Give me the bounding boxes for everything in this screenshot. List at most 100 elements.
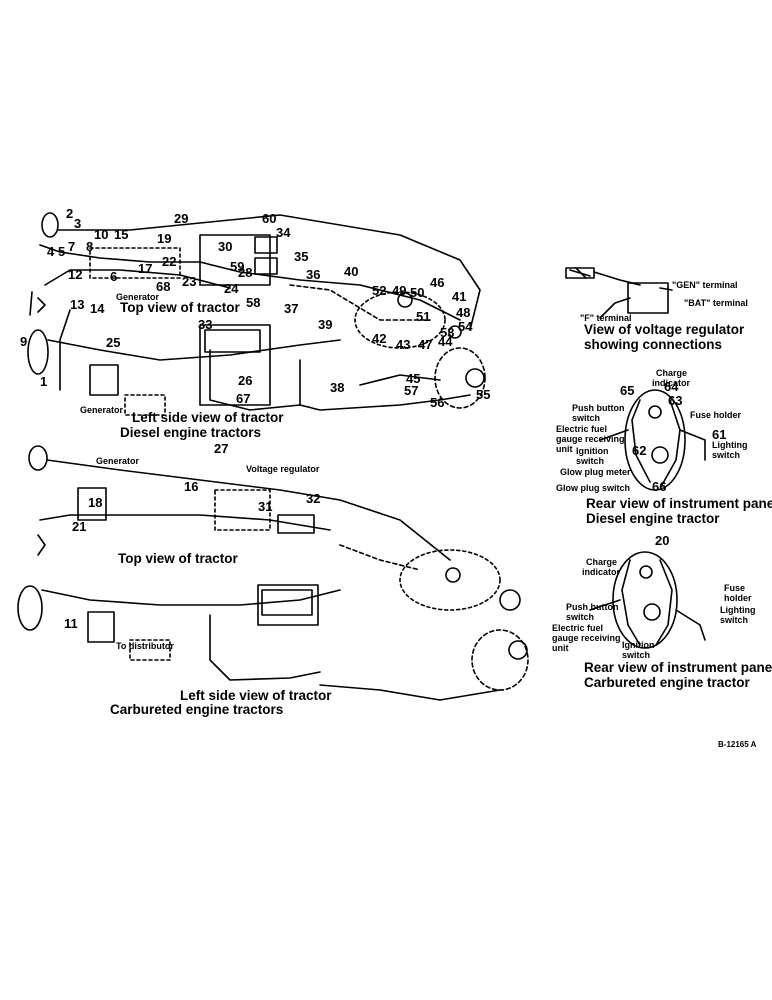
carb-side-view (17, 584, 529, 701)
callout-28: 28 (238, 265, 253, 280)
callout-32: 32 (306, 491, 321, 506)
callout-33: 33 (198, 317, 213, 332)
callout-12: 12 (68, 267, 83, 282)
caption-regulator-connections: showing connections (584, 337, 723, 352)
note-bat-terminal: "BAT" terminal (684, 298, 748, 308)
callout-59: 59 (230, 259, 245, 274)
caption-left-view-diesel: Left side view of tractor (132, 410, 284, 425)
note-fuse-holder: Fuse holder (690, 410, 742, 420)
callout-23: 23 (182, 274, 197, 289)
callout-13: 13 (70, 297, 85, 312)
diesel-top-view (29, 212, 481, 349)
caption-top-view-carb: Top view of tractor (118, 551, 238, 566)
callout-63: 63 (668, 393, 683, 408)
callout-64: 64 (664, 379, 679, 394)
callout-41: 41 (452, 289, 467, 304)
callout-53: 53 (440, 325, 455, 340)
caption-left-view-carb: Left side view of tractor (180, 688, 332, 703)
note-generator-diesel-side: Generator (80, 405, 124, 415)
note-glow-plug-meter: Glow plug meter (560, 467, 631, 477)
note-fuel-gauge-c2: gauge receiving (552, 633, 621, 643)
note-voltage-regulator: Voltage regulator (246, 464, 320, 474)
callout-22: 22 (162, 254, 177, 269)
callout-2: 2 (66, 206, 74, 221)
callout-18: 18 (88, 495, 103, 510)
callout-14: 14 (90, 301, 105, 316)
carb-panel-view (589, 551, 706, 649)
caption-top-view-diesel: Top view of tractor (120, 300, 240, 315)
caption-panel-diesel-type: Diesel engine tractor (586, 511, 720, 526)
callout-10: 10 (94, 227, 109, 242)
callout-55: 55 (476, 387, 491, 402)
callout-30: 30 (218, 239, 233, 254)
callout-40: 40 (344, 264, 359, 279)
note-charge-indicator-2: indicator (652, 378, 691, 388)
caption-panel-diesel: Rear view of instrument panel (586, 496, 772, 511)
callout-24: 24 (224, 281, 239, 296)
callout-39: 39 (318, 317, 333, 332)
caption-voltage-regulator: View of voltage regulator (584, 322, 745, 337)
note-fuse-c1: Fuse (724, 583, 746, 593)
callout-36: 36 (306, 267, 321, 282)
callout-37: 37 (284, 301, 299, 316)
note-ignition-c2: switch (622, 650, 651, 660)
callout-11: 11 (64, 616, 78, 631)
callout-49: 49 (392, 283, 407, 298)
callout-1: 1 (40, 374, 48, 389)
callout-67: 67 (236, 391, 251, 406)
callout-65: 65 (620, 383, 635, 398)
callout-45: 45 (406, 371, 421, 386)
callout-58: 58 (246, 295, 261, 310)
note-lighting-c2: switch (720, 615, 749, 625)
note-charge-indicator-c1: Charge (586, 557, 618, 567)
carb-top-view (28, 445, 521, 611)
note-lighting-1: Lighting (712, 440, 748, 450)
callout-9: 9 (20, 334, 28, 349)
callout-68: 68 (156, 279, 171, 294)
callout-52: 52 (372, 283, 387, 298)
callout-20: 20 (655, 533, 670, 548)
caption-diesel-tractors: Diesel engine tractors (120, 425, 262, 440)
diesel-side-view (27, 309, 486, 416)
callout-8: 8 (86, 239, 94, 254)
note-lighting-2: switch (712, 450, 741, 460)
callout-17: 17 (138, 261, 153, 276)
callout-29: 29 (174, 211, 189, 226)
callout-16: 16 (184, 479, 199, 494)
note-ignition-2: switch (576, 456, 605, 466)
callout-5: 5 (58, 244, 66, 259)
note-fuse-c2: holder (724, 593, 752, 603)
note-fuel-gauge-2: gauge receiving (556, 434, 625, 444)
callout-27: 27 (214, 441, 229, 456)
callout-56: 56 (430, 395, 445, 410)
note-push-button-1: Push button (572, 403, 625, 413)
callout-7: 7 (68, 239, 76, 254)
note-ignition-c1: Ignition (622, 640, 655, 650)
callout-47: 47 (418, 337, 433, 352)
note-push-button-c2: switch (566, 612, 595, 622)
callout-61: 61 (712, 427, 727, 442)
drawing-number: B-12165 A (718, 740, 757, 749)
callout-50: 50 (410, 285, 425, 300)
callout-57: 57 (404, 383, 419, 398)
note-to-distributor: To distributor (116, 641, 174, 651)
callout-34: 34 (276, 225, 291, 240)
diesel-panel-view (599, 389, 706, 491)
note-gen-terminal: "GEN" terminal (672, 280, 738, 290)
callout-43: 43 (396, 337, 411, 352)
caption-carb-tractors: Carbureted engine tractors (110, 702, 284, 717)
callout-66: 66 (652, 479, 667, 494)
note-fuel-gauge-1: Electric fuel (556, 424, 608, 434)
note-generator-carb: Generator (96, 456, 140, 466)
callout-25: 25 (106, 335, 121, 350)
callout-21: 21 (72, 519, 87, 534)
callout-35: 35 (294, 249, 309, 264)
callout-15: 15 (114, 227, 129, 242)
callout-60: 60 (262, 211, 277, 226)
voltage-regulator-view (565, 267, 673, 319)
caption-panel-carb-type: Carbureted engine tractor (584, 675, 750, 690)
callout-54: 54 (458, 319, 473, 334)
callout-3: 3 (74, 216, 82, 231)
caption-panel-carb: Rear view of instrument panel (584, 660, 772, 675)
